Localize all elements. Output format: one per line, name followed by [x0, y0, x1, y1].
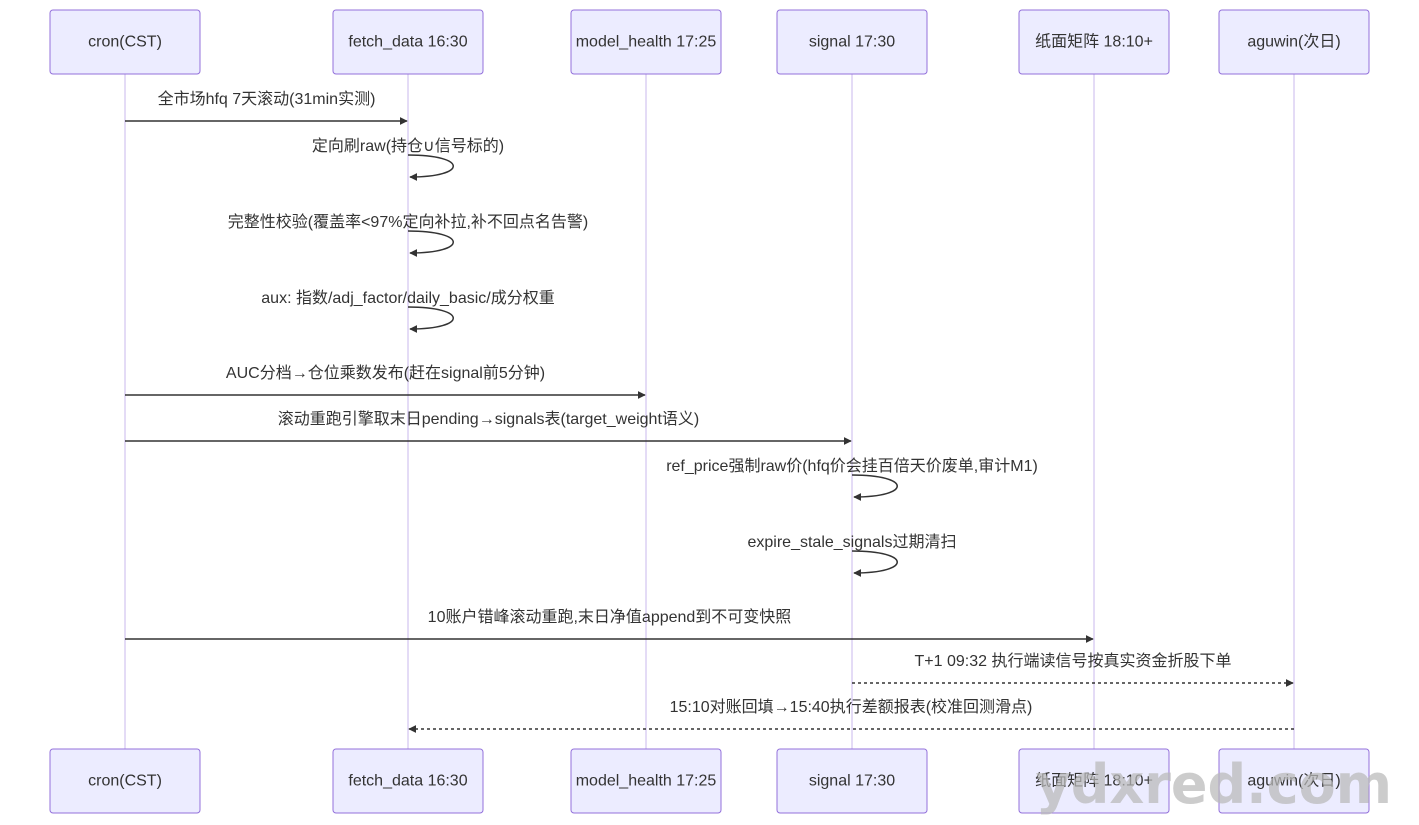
- actor-paper-bottom: 纸面矩阵 18:10+: [1018, 748, 1170, 814]
- actor-aguwin-top: aguwin(次日): [1218, 9, 1370, 75]
- actor-box: [776, 9, 928, 75]
- message-label: 15:10对账回填→15:40执行差额报表(校准回测滑点): [670, 698, 1033, 716]
- actor-label: fetch_data 16:30: [348, 773, 467, 790]
- message-label: expire_stale_signals过期清扫: [748, 533, 957, 551]
- message-label: 定向刷raw(持仓∪信号标的): [312, 137, 504, 155]
- actor-paper-top: 纸面矩阵 18:10+: [1018, 9, 1170, 75]
- message-arrow: [851, 474, 898, 501]
- actor-box: [1018, 9, 1170, 75]
- actor-box: [49, 748, 201, 814]
- actor-label: aguwin(次日): [1247, 33, 1340, 51]
- message-arrow: [407, 230, 454, 257]
- message-3: 完整性校验(覆盖率<97%定向补拉,补不回点名告警): [228, 213, 588, 257]
- message-6: 滚动重跑引擎取末日pending→signals表(target_weight语…: [125, 410, 852, 445]
- message-1: 全市场hfq 7天滚动(31min实测): [125, 90, 408, 125]
- actor-label: 纸面矩阵 18:10+: [1035, 33, 1153, 51]
- actor-box: [49, 9, 201, 75]
- actor-box: [332, 9, 484, 75]
- message-arrow: [407, 154, 454, 181]
- message-label: 10账户错峰滚动重跑,末日净值append到不可变快照: [428, 608, 792, 626]
- actor-health-bottom: model_health 17:25: [570, 748, 722, 814]
- actor-cron-bottom: cron(CST): [49, 748, 201, 814]
- message-label: ref_price强制raw价(hfq价会挂百倍天价废单,审计M1): [666, 457, 1038, 475]
- message-9: 10账户错峰滚动重跑,末日净值append到不可变快照: [125, 608, 1094, 643]
- actor-box: [570, 748, 722, 814]
- actor-health-top: model_health 17:25: [570, 9, 722, 75]
- actor-label: model_health 17:25: [576, 34, 717, 51]
- actor-box: [776, 748, 928, 814]
- message-arrow: [407, 306, 454, 333]
- message-7: ref_price强制raw价(hfq价会挂百倍天价废单,审计M1): [666, 457, 1038, 501]
- actor-label: model_health 17:25: [576, 773, 717, 790]
- actor-label: aguwin(次日): [1247, 772, 1340, 790]
- actor-box: [570, 9, 722, 75]
- actor-box: [1218, 748, 1370, 814]
- message-11: 15:10对账回填→15:40执行差额报表(校准回测滑点): [408, 698, 1294, 733]
- message-5: AUC分档→仓位乘数发布(赶在signal前5分钟): [125, 364, 646, 399]
- message-8: expire_stale_signals过期清扫: [748, 533, 957, 577]
- message-10: T+1 09:32 执行端读信号按真实资金折股下单: [852, 652, 1294, 687]
- actor-cron-top: cron(CST): [49, 9, 201, 75]
- actor-label: cron(CST): [88, 34, 162, 51]
- message-label: aux: 指数/adj_factor/daily_basic/成分权重: [261, 289, 554, 307]
- message-arrow: [851, 550, 898, 577]
- actor-box: [1018, 748, 1170, 814]
- watermark-text: ydxred.com: [1036, 753, 1392, 816]
- message-label: 滚动重跑引擎取末日pending→signals表(target_weight语…: [278, 410, 699, 428]
- actor-fetch-bottom: fetch_data 16:30: [332, 748, 484, 814]
- message-label: 完整性校验(覆盖率<97%定向补拉,补不回点名告警): [228, 213, 588, 231]
- actor-signal-top: signal 17:30: [776, 9, 928, 75]
- message-label: 全市场hfq 7天滚动(31min实测): [158, 90, 376, 108]
- actor-box: [332, 748, 484, 814]
- message-2: 定向刷raw(持仓∪信号标的): [312, 137, 504, 181]
- actor-label: signal 17:30: [809, 34, 895, 51]
- message-4: aux: 指数/adj_factor/daily_basic/成分权重: [261, 289, 555, 333]
- message-label: AUC分档→仓位乘数发布(赶在signal前5分钟): [226, 364, 545, 382]
- actor-box: [1218, 9, 1370, 75]
- actor-signal-bottom: signal 17:30: [776, 748, 928, 814]
- actor-label: cron(CST): [88, 773, 162, 790]
- actor-label: signal 17:30: [809, 773, 895, 790]
- actor-fetch-top: fetch_data 16:30: [332, 9, 484, 75]
- actor-label: fetch_data 16:30: [348, 34, 467, 51]
- actor-aguwin-bottom: aguwin(次日): [1218, 748, 1370, 814]
- actor-label: 纸面矩阵 18:10+: [1035, 772, 1153, 790]
- message-label: T+1 09:32 执行端读信号按真实资金折股下单: [915, 652, 1232, 670]
